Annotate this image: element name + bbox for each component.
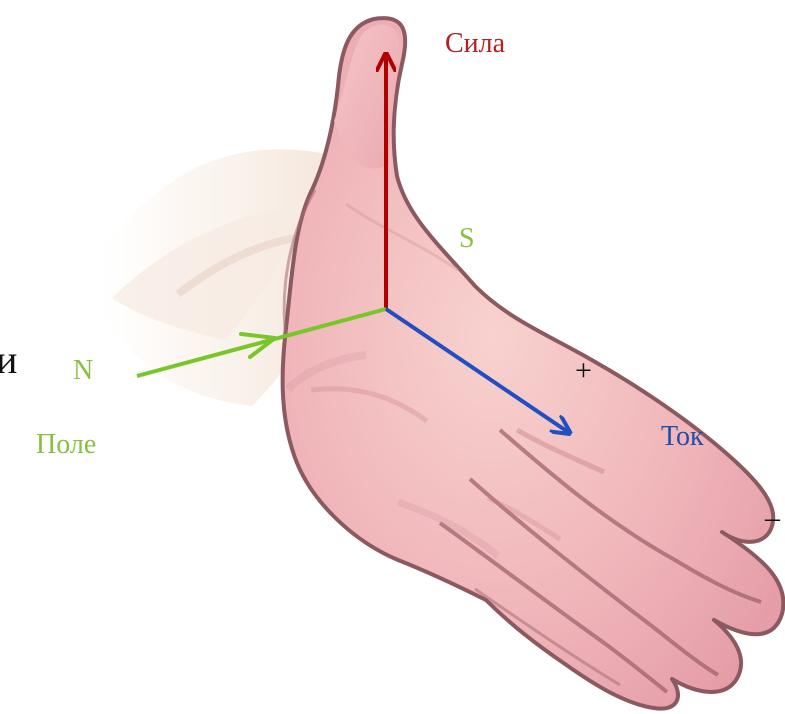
south-pole-label: S bbox=[459, 225, 475, 253]
minus-label: – bbox=[765, 503, 780, 533]
north-pole-label: N bbox=[73, 357, 93, 385]
current-label: Ток bbox=[661, 423, 704, 451]
cut-letter-label: и bbox=[0, 340, 17, 380]
force-label: Сила bbox=[445, 30, 505, 58]
field-label: Поле bbox=[36, 431, 96, 459]
hand-illustration bbox=[283, 18, 784, 708]
plus-label: + bbox=[575, 356, 592, 386]
